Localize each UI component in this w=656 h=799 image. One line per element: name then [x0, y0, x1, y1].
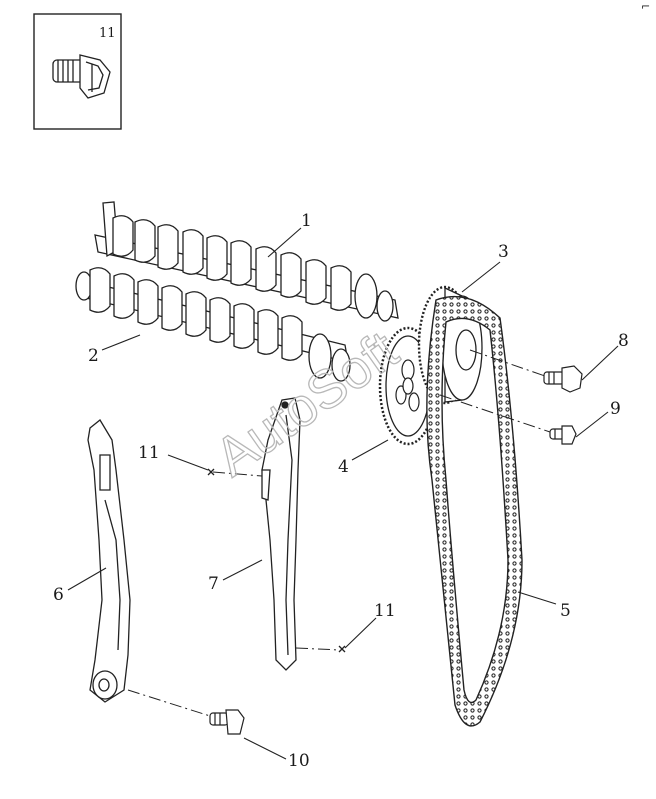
callout-7: 7 [208, 574, 219, 594]
callout-6: 6 [53, 585, 64, 605]
attachment-markers [207, 468, 346, 653]
leader-lines [67, 227, 619, 760]
callout-8: 8 [618, 331, 629, 351]
bolt-10-icon [209, 709, 245, 735]
callout-11-upper: 11 [138, 443, 160, 463]
inset-bolt-icon [52, 54, 111, 99]
bolt-9-icon [549, 425, 577, 445]
timing-chain [426, 295, 523, 727]
chain-guide [87, 419, 131, 703]
callout-10: 10 [288, 751, 310, 771]
tensioner-rail [261, 397, 301, 671]
camshaft-lower [75, 267, 351, 382]
callout-5: 5 [560, 601, 571, 621]
inset-label: 11 [99, 26, 116, 41]
callout-4: 4 [338, 457, 349, 477]
callout-2: 2 [88, 346, 99, 366]
inset-box: 11 [33, 13, 122, 130]
bolt-8-icon [543, 365, 583, 393]
camshaft-upper [94, 201, 399, 322]
callout-1: 1 [301, 211, 312, 231]
inset-frame [33, 13, 122, 130]
callout-9: 9 [610, 399, 621, 419]
callout-3: 3 [498, 242, 509, 262]
assembly-guidelines [127, 349, 551, 717]
callout-11-lower: 11 [374, 601, 396, 621]
corner-mark: ⌐ [641, 0, 650, 13]
